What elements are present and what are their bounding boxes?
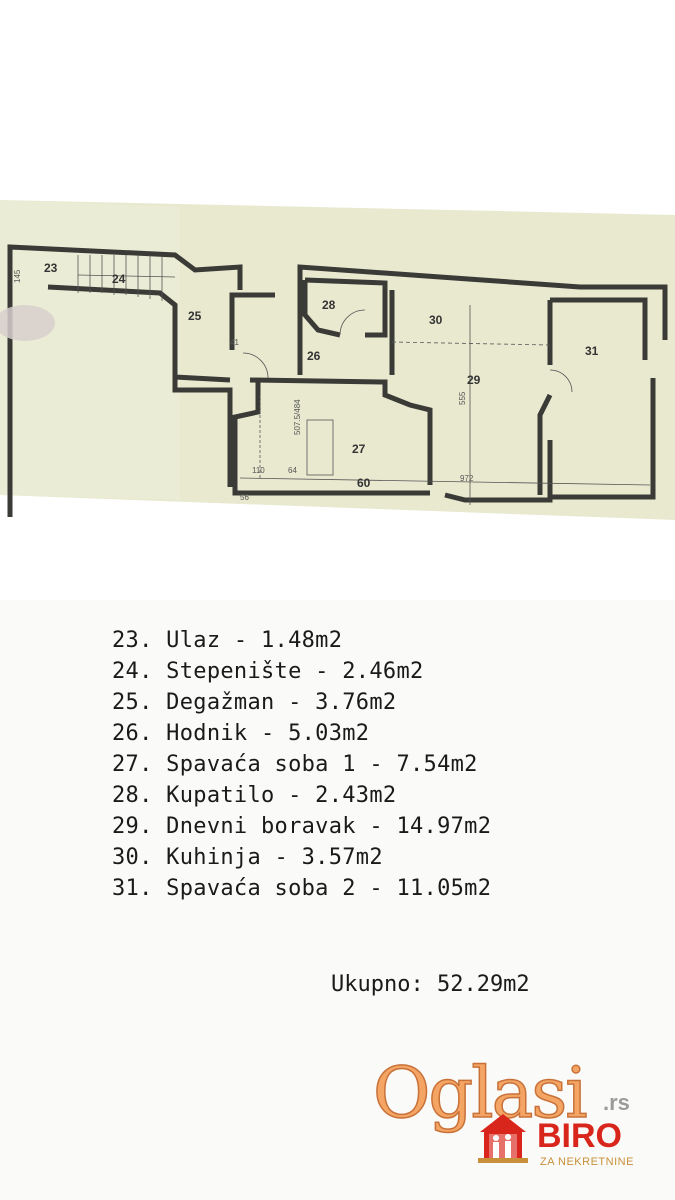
room-number-26: 26 bbox=[307, 349, 321, 363]
room-number-29: 29 bbox=[467, 373, 481, 387]
floor-plan: 23 24 25 26 27 28 29 30 31 60 145 41 507… bbox=[0, 200, 675, 520]
logo-brand: Oglasi bbox=[372, 1051, 588, 1135]
room-number-30: 30 bbox=[429, 313, 443, 327]
oglasi-biro-logo: Oglasi .rs BIRO ZA NEKRETNINE bbox=[365, 1051, 655, 1182]
logo-tld: .rs bbox=[603, 1090, 630, 1115]
room-list-item: 25. Degažman - 3.76m2 bbox=[112, 690, 397, 715]
room-list-item: 23. Ulaz - 1.48m2 bbox=[112, 628, 343, 653]
room-number-31: 31 bbox=[585, 344, 599, 358]
room-list-item: 30. Kuhinja - 3.57m2 bbox=[112, 845, 383, 870]
dimension-label: 507.5/484 bbox=[293, 399, 302, 435]
dimension-label: 145 bbox=[13, 269, 22, 283]
room-list-item: 31. Spavaća soba 2 - 11.05m2 bbox=[112, 876, 492, 901]
logo-name: BIRO bbox=[537, 1117, 622, 1155]
dimension-label: 41 bbox=[230, 338, 239, 347]
dimension-label: 56 bbox=[240, 493, 249, 502]
total-area: Ukupno: 52.29m2 bbox=[331, 972, 530, 997]
room-number-23: 23 bbox=[44, 261, 58, 275]
room-list-item: 28. Kupatilo - 2.43m2 bbox=[112, 783, 397, 808]
room-list-item: 24. Stepenište - 2.46m2 bbox=[112, 659, 424, 684]
dimension-label: 110 bbox=[252, 466, 265, 475]
room-number-25: 25 bbox=[188, 309, 202, 323]
room-list-item: 27. Spavaća soba 1 - 7.54m2 bbox=[112, 752, 478, 777]
room-number-27: 27 bbox=[352, 442, 366, 456]
room-number-60: 60 bbox=[357, 476, 371, 490]
room-list-panel: 23. Ulaz - 1.48m2 24. Stepenište - 2.46m… bbox=[0, 600, 675, 1200]
logo-tagline: ZA NEKRETNINE bbox=[540, 1156, 634, 1168]
room-number-28: 28 bbox=[322, 298, 336, 312]
house-family-icon bbox=[478, 1114, 528, 1163]
dimension-label: 555 bbox=[458, 391, 467, 405]
room-number-24: 24 bbox=[112, 272, 126, 286]
dimension-label: 64 bbox=[288, 466, 297, 475]
dimension-label: 972 bbox=[460, 474, 474, 483]
room-list-item: 26. Hodnik - 5.03m2 bbox=[112, 721, 370, 746]
room-list-item: 29. Dnevni boravak - 14.97m2 bbox=[112, 814, 492, 839]
